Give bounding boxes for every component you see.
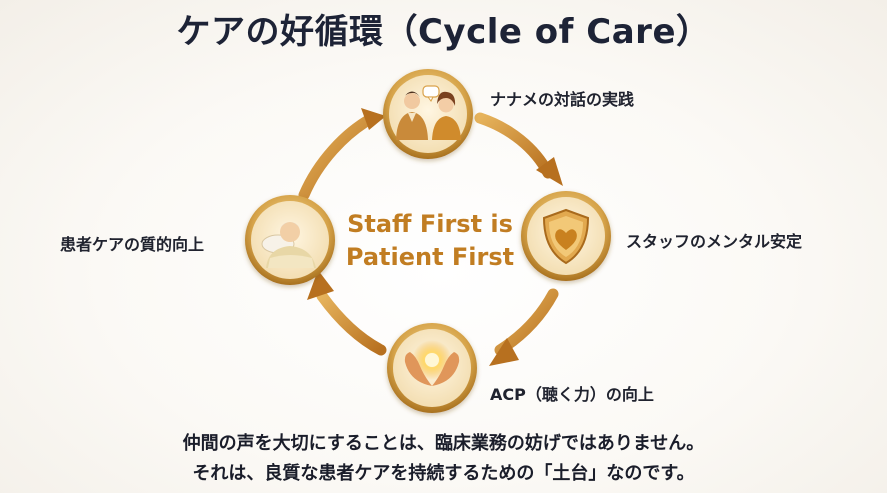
center-slogan: Staff First is Patient First <box>330 208 530 274</box>
node-top-dialogue <box>383 69 473 159</box>
node-label-top: ナナメの対話の実践 <box>490 90 635 109</box>
elderly-patient-icon <box>261 222 316 268</box>
node-label-right: スタッフのメンタル安定 <box>626 232 803 251</box>
heart-shield-icon <box>542 208 590 265</box>
cycle-arrows <box>298 108 563 366</box>
center-slogan-line2: Patient First <box>345 243 515 271</box>
open-hands-light-icon <box>404 340 460 386</box>
footer-line-1: 仲間の声を大切にすることは、臨床業務の妨げではありません。 <box>182 433 705 454</box>
node-label-bottom: ACP（聴く力）の向上 <box>490 385 654 404</box>
node-label-left: 患者ケアの質的向上 <box>60 235 205 254</box>
page-title: ケアの好循環（Cycle of Care） <box>176 12 711 52</box>
dialogue-people-icon <box>396 85 461 140</box>
center-slogan-line1: Staff First is <box>347 210 513 238</box>
footer-line-2: それは、良質な患者ケアを持続するための「土台」なのです。 <box>192 463 695 484</box>
